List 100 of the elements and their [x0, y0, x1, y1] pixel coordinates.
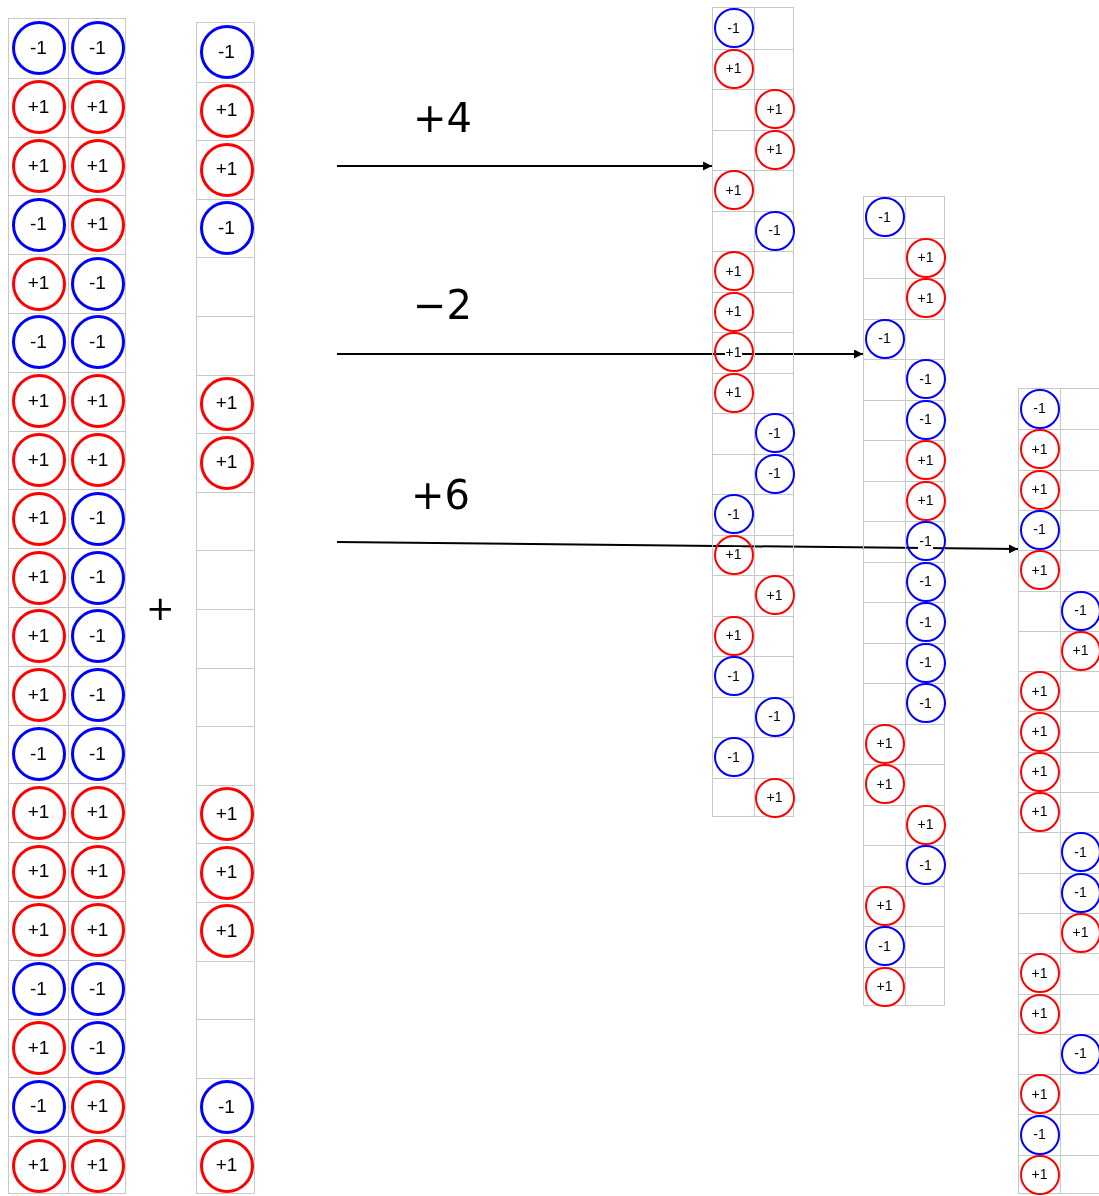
value-circle: +1	[199, 83, 254, 138]
value-circle: -1	[199, 201, 254, 256]
grid-column	[863, 196, 945, 1006]
value-circle: +1	[1019, 711, 1060, 752]
value-circle: +1	[864, 764, 905, 805]
value-circle: +1	[713, 372, 754, 413]
value-circle: +1	[11, 374, 66, 429]
value-circle: -1	[1060, 872, 1099, 913]
value-circle: -1	[754, 453, 795, 494]
value-circle: +1	[11, 668, 66, 723]
value-circle: +1	[905, 237, 946, 278]
value-circle: -1	[70, 1021, 125, 1075]
value-circle: -1	[70, 727, 125, 781]
grid-column	[1018, 388, 1099, 1194]
value-circle: +1	[70, 785, 125, 840]
value-circle: -1	[70, 315, 125, 370]
value-circle: +1	[754, 575, 795, 616]
value-circle: +1	[199, 904, 254, 959]
edge-label: +4	[413, 95, 472, 141]
value-circle: -1	[11, 197, 66, 252]
value-circle: -1	[1019, 1114, 1060, 1155]
value-circle: -1	[11, 1079, 66, 1134]
value-circle: +1	[11, 491, 66, 546]
value-circle: +1	[11, 433, 66, 487]
value-circle: +1	[199, 787, 254, 842]
value-circle: -1	[11, 727, 66, 781]
value-circle: -1	[754, 696, 795, 737]
value-circle: +1	[70, 433, 125, 487]
value-circle: +1	[11, 1021, 66, 1075]
value-circle: +1	[1019, 792, 1060, 833]
arrow	[336, 541, 1019, 554]
value-circle: +1	[1060, 913, 1099, 954]
value-circle: -1	[11, 315, 66, 370]
value-circle: -1	[70, 21, 125, 76]
value-circle: -1	[1019, 510, 1060, 551]
value-circle: +1	[70, 80, 125, 135]
value-circle: +1	[1019, 671, 1060, 712]
value-circle: -1	[754, 210, 795, 251]
value-circle: -1	[905, 561, 946, 602]
grid-column	[8, 18, 126, 1194]
value-circle: +1	[1019, 429, 1060, 470]
value-circle: +1	[11, 139, 66, 193]
value-circle: -1	[70, 550, 125, 605]
value-circle: -1	[11, 21, 66, 76]
value-circle: -1	[1060, 590, 1099, 631]
value-circle: +1	[70, 1079, 125, 1134]
value-circle: +1	[713, 170, 754, 211]
value-circle: +1	[713, 332, 754, 373]
value-circle: +1	[199, 845, 254, 900]
value-circle: -1	[1060, 832, 1099, 873]
value-circle: +1	[70, 139, 125, 193]
value-circle: -1	[864, 197, 905, 238]
value-circle: +1	[70, 844, 125, 899]
value-circle: -1	[70, 668, 125, 723]
value-circle: +1	[864, 885, 905, 926]
value-circle: -1	[70, 962, 125, 1017]
value-circle: +1	[11, 903, 66, 958]
value-circle: +1	[905, 804, 946, 845]
edge-label: −2	[413, 282, 472, 328]
value-circle: +1	[11, 785, 66, 840]
value-circle: -1	[70, 491, 125, 546]
value-circle: +1	[754, 89, 795, 130]
value-circle: +1	[1019, 751, 1060, 792]
value-circle: +1	[1060, 630, 1099, 671]
value-circle: -1	[905, 845, 946, 886]
value-circle: +1	[905, 278, 946, 319]
value-circle: -1	[754, 413, 795, 454]
value-circle: -1	[905, 359, 946, 400]
value-circle: -1	[905, 683, 946, 724]
value-circle: +1	[754, 129, 795, 170]
value-circle: -1	[1060, 1033, 1099, 1074]
value-circle: -1	[905, 399, 946, 440]
value-circle: +1	[70, 197, 125, 252]
value-circle: +1	[199, 142, 254, 197]
value-circle: +1	[70, 1138, 125, 1193]
value-circle: +1	[11, 609, 66, 664]
value-circle: +1	[713, 251, 754, 292]
arrow	[336, 349, 864, 359]
value-circle: +1	[713, 615, 754, 656]
value-circle: +1	[1019, 953, 1060, 994]
value-circle: +1	[1019, 1154, 1060, 1195]
value-circle: +1	[70, 374, 125, 429]
value-circle: +1	[864, 723, 905, 764]
value-circle: +1	[11, 550, 66, 605]
arrow	[336, 161, 713, 171]
value-circle: +1	[11, 80, 66, 135]
value-circle: +1	[199, 435, 254, 490]
value-circle: -1	[713, 656, 754, 697]
value-circle: -1	[70, 609, 125, 664]
value-circle: -1	[713, 737, 754, 778]
value-circle: +1	[199, 1138, 254, 1193]
value-circle: +1	[905, 440, 946, 481]
value-circle: -1	[199, 1080, 254, 1135]
value-circle: +1	[864, 966, 905, 1007]
grid-column	[712, 7, 794, 817]
value-circle: +1	[199, 376, 254, 431]
grid-column	[196, 22, 255, 1194]
value-circle: +1	[905, 480, 946, 521]
value-circle: -1	[905, 521, 946, 562]
value-circle: -1	[905, 602, 946, 643]
